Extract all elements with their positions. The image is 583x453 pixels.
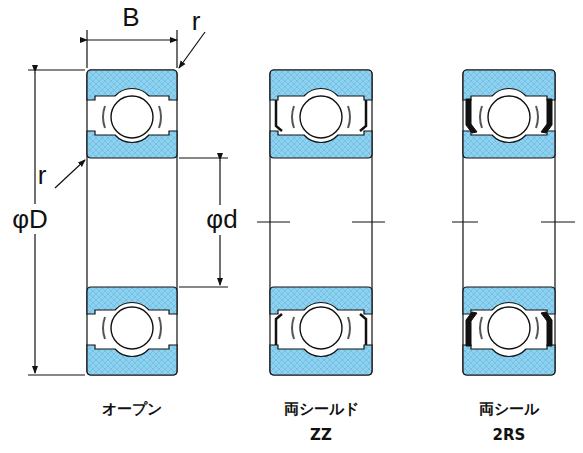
cage xyxy=(103,106,161,128)
shield xyxy=(276,314,282,345)
caption: 2RS xyxy=(493,428,526,443)
shield xyxy=(276,100,282,131)
dimension-label: φd xyxy=(206,206,237,232)
ball xyxy=(300,96,342,138)
caption: ZZ xyxy=(310,428,332,443)
cage xyxy=(480,106,538,128)
rubber-seal xyxy=(541,99,552,133)
shield xyxy=(360,314,366,345)
cage xyxy=(292,106,350,128)
dimension-label: r xyxy=(192,8,201,34)
cage xyxy=(292,317,350,339)
rubber-seal xyxy=(466,312,477,346)
cage xyxy=(103,317,161,339)
dimension-label: B xyxy=(122,4,139,30)
caption: オープン xyxy=(102,402,162,417)
rubber-seal xyxy=(541,312,552,346)
ball xyxy=(300,307,342,349)
caption: 両シールド xyxy=(284,402,359,417)
dimension-label: r xyxy=(38,162,47,188)
ball xyxy=(111,96,153,138)
dimension-label: φD xyxy=(12,206,48,232)
caption: 両シール xyxy=(479,402,539,417)
shield xyxy=(360,100,366,131)
ball xyxy=(111,307,153,349)
rubber-seal xyxy=(466,99,477,133)
cage xyxy=(480,317,538,339)
ball xyxy=(488,96,530,138)
bearing-outline xyxy=(87,70,177,375)
ball xyxy=(488,307,530,349)
